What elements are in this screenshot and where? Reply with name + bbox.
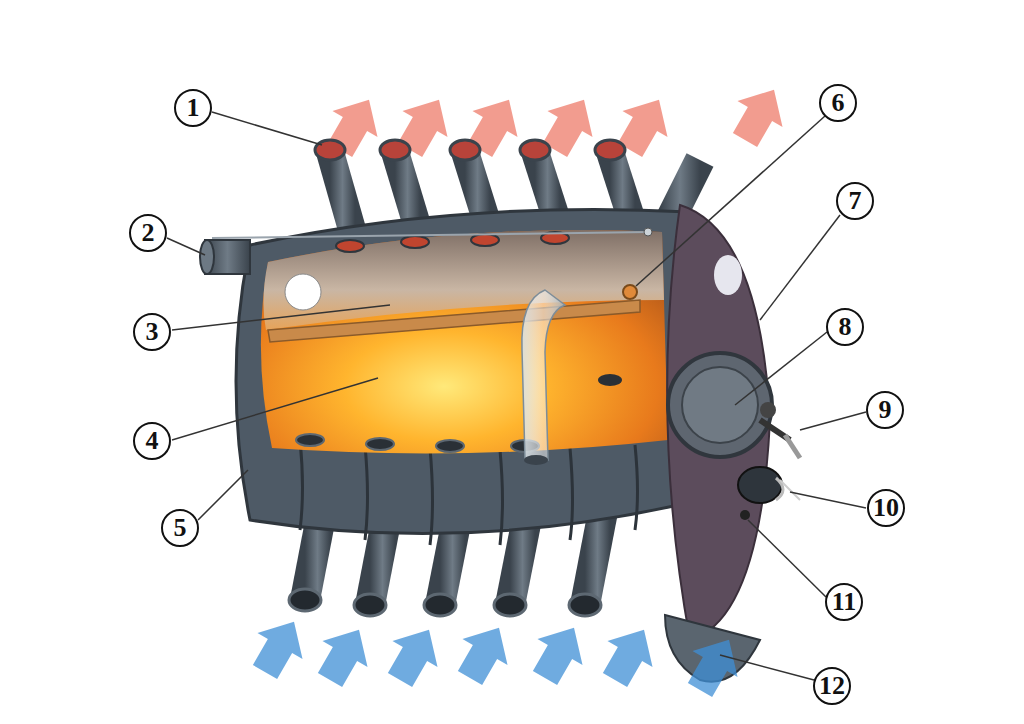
callout-circle: 7 <box>836 182 874 220</box>
callout-circle: 9 <box>866 391 904 429</box>
callout-circle: 4 <box>133 422 171 460</box>
callout-circle: 11 <box>825 583 863 621</box>
callout-number: 8 <box>839 314 852 340</box>
callout-number: 10 <box>873 495 899 521</box>
callout-circle: 3 <box>133 313 171 351</box>
callout-circle: 6 <box>819 84 857 122</box>
callout-number: 6 <box>832 90 845 116</box>
callout-number: 9 <box>879 397 892 423</box>
callout-number: 5 <box>174 515 187 541</box>
firebox-interior <box>261 230 668 453</box>
injector-tube <box>522 290 565 460</box>
callout-number: 1 <box>187 95 200 121</box>
leader-lines <box>167 112 866 680</box>
callout-circle: 1 <box>174 89 212 127</box>
callout-number: 7 <box>849 188 862 214</box>
callout-number: 2 <box>142 220 155 246</box>
air-regulator <box>738 467 782 503</box>
callout-circle: 8 <box>826 308 864 346</box>
callout-circle: 2 <box>129 214 167 252</box>
callout-circle: 10 <box>867 489 905 527</box>
baffle-shelf <box>268 300 640 342</box>
callout-circle: 12 <box>813 667 851 705</box>
stove-body <box>236 209 700 533</box>
door <box>668 353 772 457</box>
callout-number: 3 <box>146 319 159 345</box>
bottom-ribs <box>300 440 638 545</box>
callout-number: 11 <box>832 589 857 615</box>
marker-circle <box>285 274 321 310</box>
callout-number: 4 <box>146 428 159 454</box>
hot-air-arrows <box>317 77 796 163</box>
cold-air-arrows <box>242 609 751 703</box>
callout-number: 12 <box>819 673 845 699</box>
rod <box>212 232 650 238</box>
callout-circle: 5 <box>161 509 199 547</box>
